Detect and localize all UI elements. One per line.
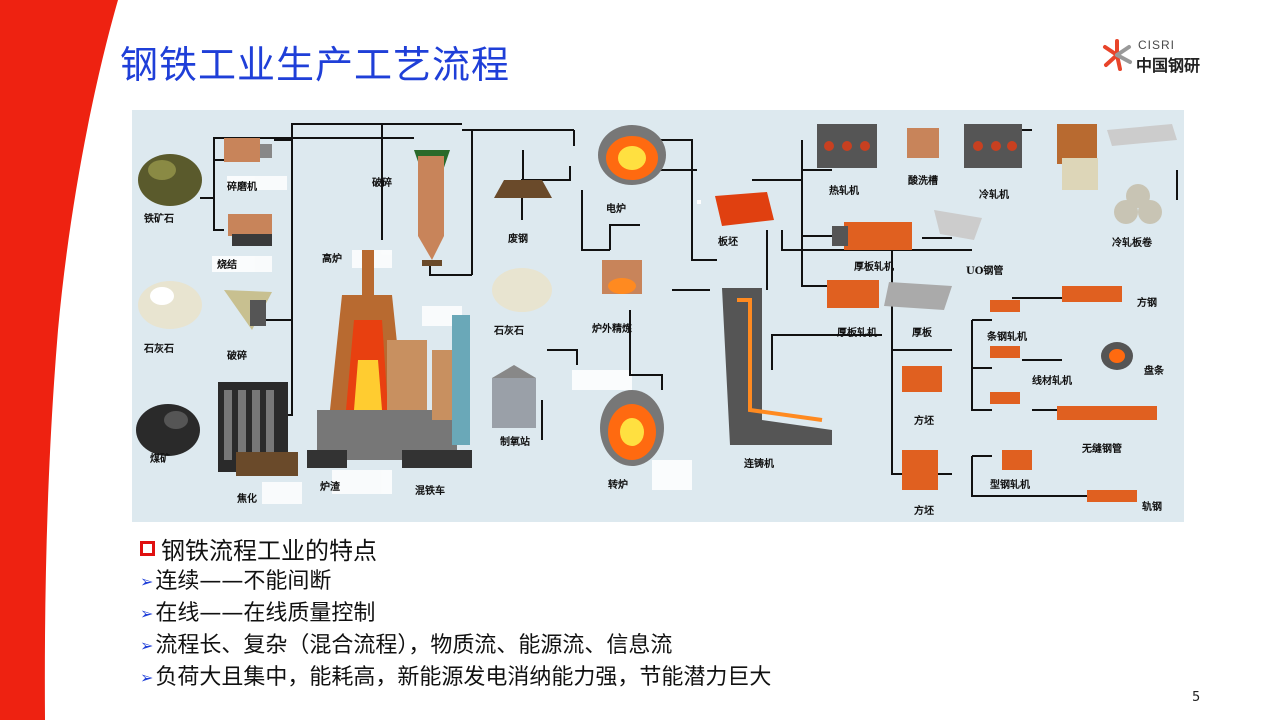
bullet-item: ➢ 连续——不能间断 bbox=[140, 566, 771, 598]
label-wire-coil: 盘条 bbox=[1144, 366, 1164, 377]
label-crushing-1: 破碎 bbox=[227, 351, 247, 362]
section-heading-text: 钢铁流程工业的特点 bbox=[161, 537, 377, 565]
label-plate: 厚板 bbox=[912, 328, 932, 339]
logo-mark-icon bbox=[1103, 39, 1132, 71]
label-torpedo-car: 混铁车 bbox=[415, 486, 445, 497]
label-scrap: 废钢 bbox=[508, 234, 528, 245]
label-bof: 转炉 bbox=[608, 480, 628, 491]
bullet-item: ➢ 负荷大且集中，能耗高，新能源发电消纳能力强，节能潜力巨大 bbox=[140, 662, 771, 694]
label-ladle-refining: 炉外精炼 bbox=[592, 324, 632, 335]
label-seamless-pipe: 无缝钢管 bbox=[1082, 444, 1122, 455]
label-plate-mill-2: 厚板轧机 bbox=[837, 328, 877, 339]
arrow-bullet-icon: ➢ bbox=[140, 604, 154, 623]
page-number: 5 bbox=[1192, 690, 1201, 705]
process-diagram-graphics bbox=[132, 110, 1184, 522]
bullet-text: 连续——不能间断 bbox=[155, 569, 332, 594]
label-caster: 连铸机 bbox=[744, 459, 774, 470]
label-coking: 焦化 bbox=[237, 494, 257, 505]
label-billet-1: 方坯 bbox=[914, 416, 934, 427]
label-slab: 板坯 bbox=[718, 237, 738, 248]
section-heading: 钢铁流程工业的特点 bbox=[140, 531, 377, 566]
label-iron-ore: 铁矿石 bbox=[144, 214, 174, 225]
logo-chinese: 中国钢研 bbox=[1136, 56, 1201, 75]
label-hot-mill: 热轧机 bbox=[829, 186, 859, 197]
left-red-stripe bbox=[0, 0, 118, 720]
label-coal: 煤矿 bbox=[150, 454, 170, 465]
process-diagram: 铁矿石 碎磨机 烧结 石灰石 破碎 煤矿 焦化 高炉 破碎 废钢 石灰石 制氧站… bbox=[132, 110, 1184, 522]
arrow-bullet-icon: ➢ bbox=[140, 572, 154, 591]
label-blast-furnace: 高炉 bbox=[322, 254, 342, 265]
label-crushing-2: 破碎 bbox=[372, 178, 392, 189]
label-oxygen-plant: 制氧站 bbox=[500, 437, 530, 448]
label-slag: 炉渣 bbox=[320, 482, 340, 493]
label-wire-mill: 线材轧机 bbox=[1032, 376, 1072, 387]
label-plate-mill-1: 厚板轧机 bbox=[854, 262, 894, 273]
bullet-text: 流程长、复杂（混合流程），物质流、能源流、信息流 bbox=[155, 633, 673, 658]
label-pickling: 酸洗槽 bbox=[908, 176, 938, 187]
label-rail: 轨钢 bbox=[1142, 502, 1162, 513]
checkbox-bullet-icon bbox=[140, 541, 155, 556]
cisri-logo: CISRI 中国钢研 bbox=[1098, 36, 1218, 76]
arrow-bullet-icon: ➢ bbox=[140, 636, 154, 655]
bullet-item: ➢ 流程长、复杂（混合流程），物质流、能源流、信息流 bbox=[140, 630, 771, 662]
label-cold-mill: 冷轧机 bbox=[979, 190, 1009, 201]
arrow-bullet-icon: ➢ bbox=[140, 668, 154, 687]
bullet-item: ➢ 在线——在线质量控制 bbox=[140, 598, 771, 630]
label-square-steel: 方钢 bbox=[1137, 298, 1157, 309]
label-section-mill: 型钢轧机 bbox=[990, 480, 1030, 491]
label-bar-mill: 条钢轧机 bbox=[987, 332, 1027, 343]
bullet-list: ➢ 连续——不能间断 ➢ 在线——在线质量控制 ➢ 流程长、复杂（混合流程），物… bbox=[140, 566, 771, 694]
label-cold-coil: 冷轧板卷 bbox=[1112, 238, 1152, 249]
logo-english: CISRI bbox=[1138, 38, 1176, 52]
label-eaf: 电炉 bbox=[606, 204, 626, 215]
label-billet-2: 方坯 bbox=[914, 506, 934, 517]
label-sinter: 烧结 bbox=[217, 260, 237, 271]
bullet-text: 在线——在线质量控制 bbox=[155, 601, 376, 626]
bullet-text: 负荷大且集中，能耗高，新能源发电消纳能力强，节能潜力巨大 bbox=[155, 665, 772, 690]
label-limestone-1: 石灰石 bbox=[144, 344, 174, 355]
label-limestone-2: 石灰石 bbox=[494, 326, 524, 337]
page-title: 钢铁工业生产工艺流程 bbox=[120, 43, 511, 87]
label-uo-pipe: UO钢管 bbox=[966, 266, 1004, 277]
label-crusher-mill: 碎磨机 bbox=[227, 182, 257, 193]
